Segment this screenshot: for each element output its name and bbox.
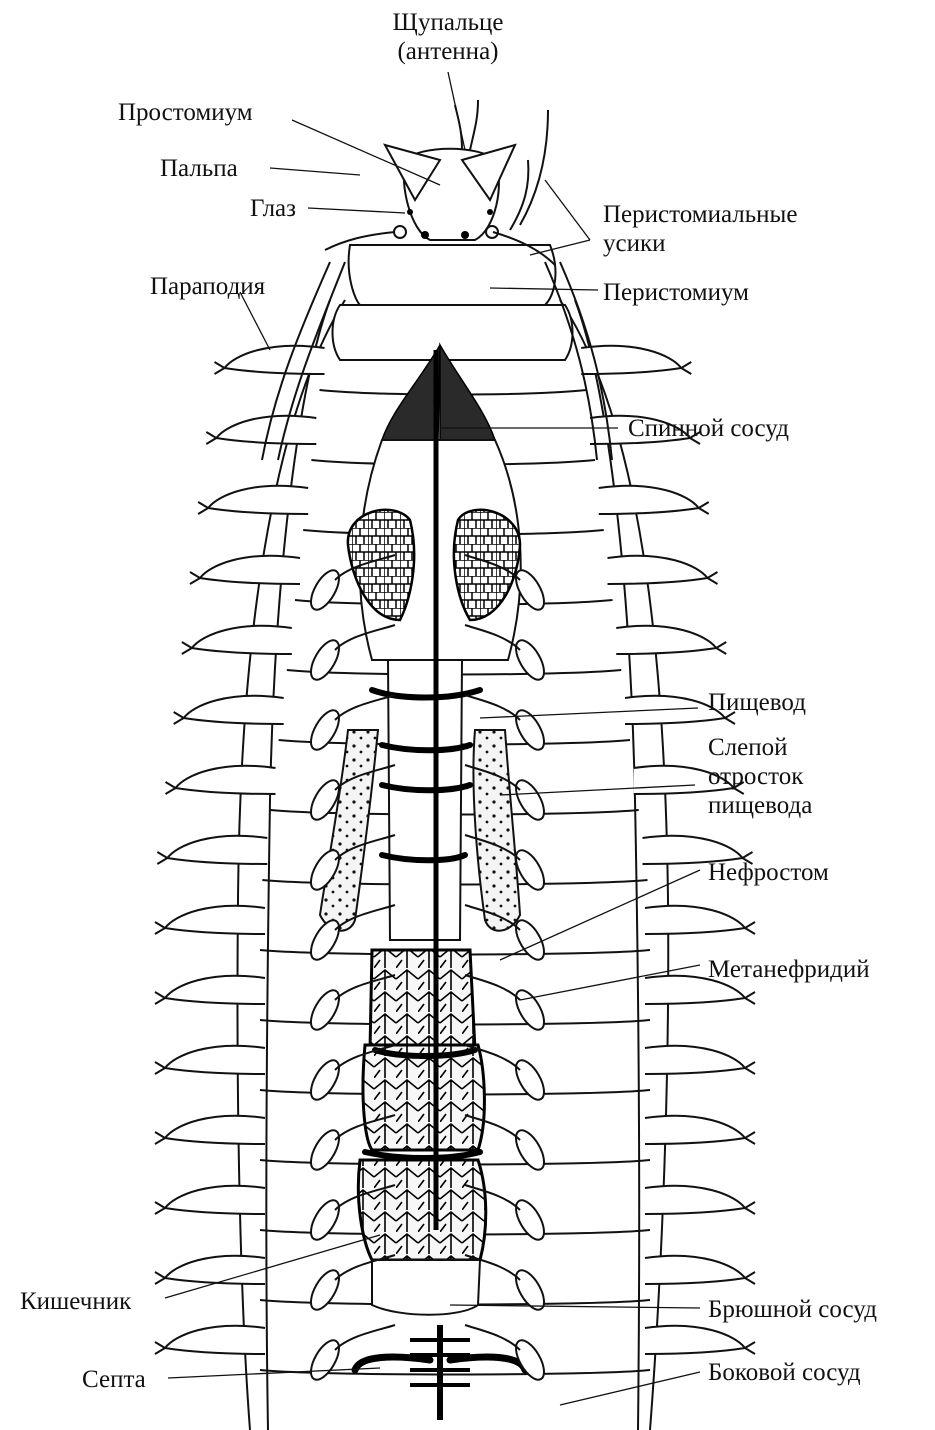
label-intestine: Кишечник [20,1287,131,1316]
metanephridium-left [305,1056,344,1104]
parapodium [645,1256,745,1284]
chaetae [745,1342,755,1354]
metanephridium-right [510,776,549,824]
chaetae [716,642,726,654]
label-palp: Пальпа [160,154,238,183]
chaetae [745,1202,755,1214]
metanephridium-right [510,986,549,1034]
parapodium [645,1186,745,1214]
label-caecum-line3: пищевода [708,791,812,820]
chaetae [206,432,216,444]
parapodium [165,1326,265,1354]
metanephridium-right [510,1126,549,1174]
chaetae [155,922,165,934]
parapodium [165,906,265,934]
parapodia-left [155,346,325,1354]
label-ventral-vessel: Брюшной сосуд [708,1295,877,1324]
chaetae [155,1342,165,1354]
label-parapodia: Параподия [150,272,265,301]
parapodium [165,1256,265,1284]
label-metanephridium: Метанефридий [708,955,870,984]
metanephridium-right [510,706,549,754]
label-peristomial-cirri: Перистомиальные усики [603,200,797,258]
label-eye: Глаз [250,194,296,223]
metanephridium-right [510,1196,549,1244]
label-peristomial-cirri-line1: Перистомиальные [603,200,797,229]
parapodium [167,836,267,864]
parapodium [645,1046,745,1074]
label-dorsal-vessel: Спинной сосуд [628,414,789,443]
chaetae [174,712,184,724]
label-nephrostome: Нефростом [708,858,829,887]
parapodium [165,1046,265,1074]
chaetae [745,992,755,1004]
parapodium [208,486,308,514]
label-caecum: Слепой отросток пищевода [708,733,812,820]
parapodium [645,1116,745,1144]
chaetae [155,1272,165,1284]
metanephridium-left [305,1266,344,1314]
chaetae [745,922,755,934]
lateral-vessel [465,1325,520,1350]
metanephridium-right [510,1266,549,1314]
parapodium [200,556,300,584]
metanephridium-left [305,636,344,684]
metanephridium-left [305,1126,344,1174]
metanephridium-left [305,566,344,614]
chaetae [155,1132,165,1144]
label-esophagus: Пищевод [708,688,806,717]
parapodium [225,346,325,374]
chaetae [708,572,718,584]
chaetae [745,1272,755,1284]
metanephridium-right [510,1056,549,1104]
chaetae [155,1202,165,1214]
chaetae [699,502,709,514]
label-tentacle-line2: (антенна) [368,37,528,66]
label-caecum-line2: отросток [708,762,812,791]
label-caecum-line1: Слепой [708,733,812,762]
label-peristomial-cirri-line2: усики [603,229,797,258]
chaetae [745,1062,755,1074]
parapodium [599,486,699,514]
metanephridium-left [305,1196,344,1244]
metanephridium-right [510,636,549,684]
chaetae [745,1132,755,1144]
metanephridium-left [305,1336,344,1384]
parapodium [176,766,276,794]
chaetae [155,992,165,1004]
chaetae [166,782,176,794]
label-tentacle-line1: Щупальце [368,8,528,37]
lateral-vessel [335,695,395,720]
parapodium [165,1186,265,1214]
label-septum: Септа [82,1365,146,1394]
chaetae [182,642,192,654]
metanephridium-left [305,986,344,1034]
chaetae [215,362,225,374]
metanephridium-left [305,916,344,964]
label-prostomium: Простомиум [118,98,253,127]
chaetae [190,572,200,584]
label-peristomium: Перистомиум [603,278,749,307]
parapodium [165,976,265,1004]
metanephridium-left [305,706,344,754]
parapodium [192,626,292,654]
chaetae [198,502,208,514]
parapodium [616,626,716,654]
parapodium [165,1116,265,1144]
parapodium [645,906,745,934]
parapodium [184,696,284,724]
chaetae [681,362,691,374]
parapodia-right [581,346,755,1354]
chaetae [155,1062,165,1074]
parapodium [645,1326,745,1354]
label-tentacle: Щупальце (антенна) [368,8,528,66]
parapodium [608,556,708,584]
label-lateral-vessel: Боковой сосуд [708,1358,861,1387]
lateral-vessel [335,1325,395,1350]
chaetae [157,852,167,864]
